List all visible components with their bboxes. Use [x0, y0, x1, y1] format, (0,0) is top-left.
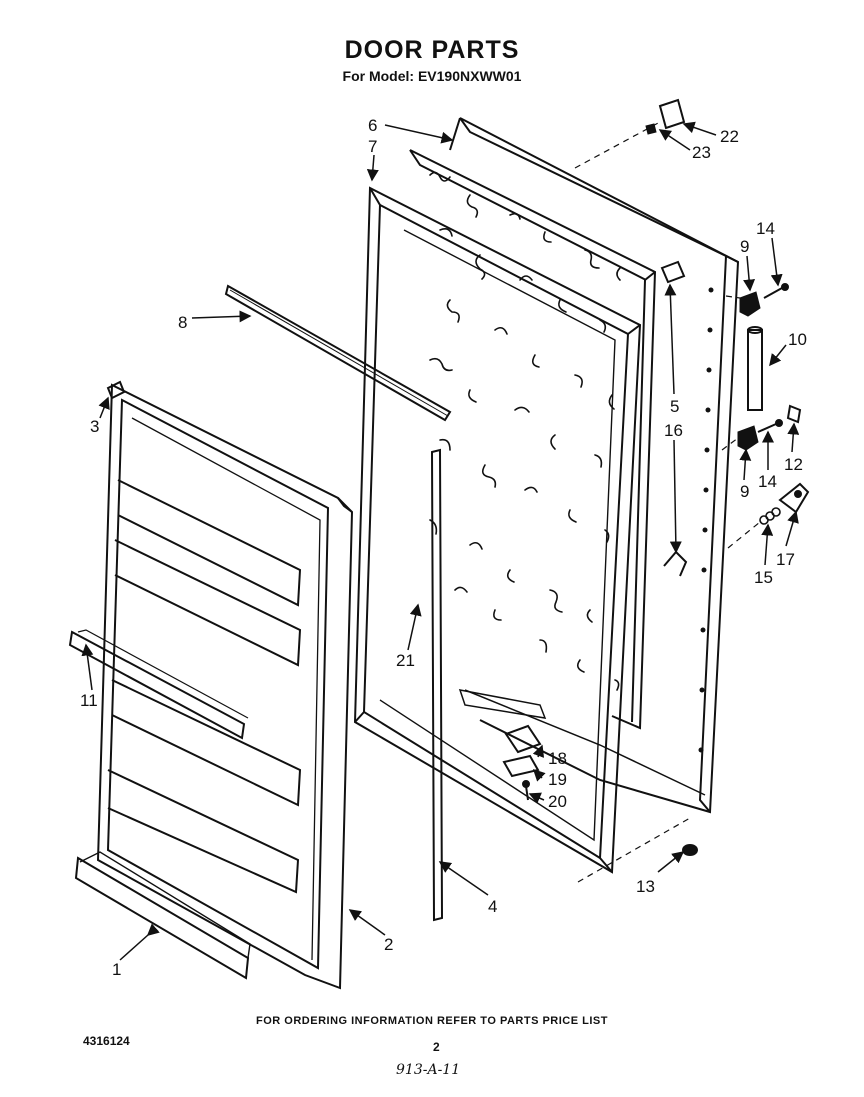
hinge-bracket-9-bottom: [737, 425, 759, 451]
callout-15: 15: [754, 568, 773, 587]
callout-18: 18: [548, 749, 567, 768]
bracket-19: [502, 754, 540, 778]
screw-part-3: [106, 380, 126, 400]
callout-13: 13: [636, 877, 655, 896]
handwritten-code: 913-A-11: [396, 1062, 461, 1078]
insulation-pattern: [429, 171, 621, 691]
callout-14-bottom: 14: [758, 472, 777, 491]
callout-9-bottom: 9: [740, 482, 749, 501]
callout-5: 5: [670, 397, 679, 416]
hinge-bracket-9-top: [739, 291, 761, 317]
ordering-note: FOR ORDERING INFORMATION REFER TO PARTS …: [256, 1015, 608, 1027]
top-breaker-strip: [224, 284, 452, 422]
callout-3: 3: [90, 417, 99, 436]
page-number: 2: [433, 1040, 440, 1054]
insulation-panel: [409, 149, 657, 730]
outer-door-panel-holes: [698, 287, 714, 753]
callout-14-top: 14: [756, 219, 775, 238]
plug-22: [658, 98, 686, 130]
outer-door-panel: [449, 117, 740, 814]
callout-20: 20: [548, 792, 567, 811]
callout-12: 12: [784, 455, 803, 474]
handle-17: [778, 482, 810, 514]
callout-labels: 1 2 3 4 5 6 7 8 9 9 10 11 12 13 14 14 15…: [80, 116, 807, 979]
callout-23: 23: [692, 143, 711, 162]
page-title: DOOR PARTS: [344, 36, 520, 64]
assembly-lines: [574, 121, 761, 883]
door-liner: [96, 383, 354, 990]
foot-13: [682, 844, 698, 856]
document-number: 4316124: [83, 1034, 130, 1048]
screw-20: [522, 780, 530, 801]
callout-8: 8: [178, 313, 187, 332]
callout-7: 7: [368, 137, 377, 156]
callout-2: 2: [384, 935, 393, 954]
lower-bracket: [458, 689, 547, 719]
leader-lines: [81, 121, 800, 961]
callout-22: 22: [720, 127, 739, 146]
callout-4: 4: [488, 897, 497, 916]
bracket-5: [660, 260, 686, 284]
hinge-pin-tube: [747, 326, 763, 411]
callout-1: 1: [112, 960, 121, 979]
callout-19: 19: [548, 770, 567, 789]
bottom-shelf-bar: [74, 851, 251, 980]
bracket-18: [504, 724, 542, 754]
screw-14-bottom: [757, 419, 783, 433]
latch-16: [663, 550, 688, 577]
callout-17: 17: [776, 550, 795, 569]
callout-6: 6: [368, 116, 377, 135]
model-line: For Model: EV190NXWW01: [342, 68, 522, 84]
gasket-strip: [430, 448, 444, 922]
screw-14-top: [763, 283, 789, 299]
plug-23: [645, 123, 657, 135]
callout-11: 11: [80, 691, 98, 710]
spring-15: [759, 507, 781, 525]
callout-10: 10: [788, 330, 807, 349]
callout-9-top: 9: [740, 237, 749, 256]
shelf-bar: [68, 629, 249, 740]
callout-16: 16: [664, 421, 683, 440]
door-liner-frame: [353, 186, 642, 874]
clip-12: [786, 404, 802, 424]
callout-21: 21: [396, 651, 415, 670]
